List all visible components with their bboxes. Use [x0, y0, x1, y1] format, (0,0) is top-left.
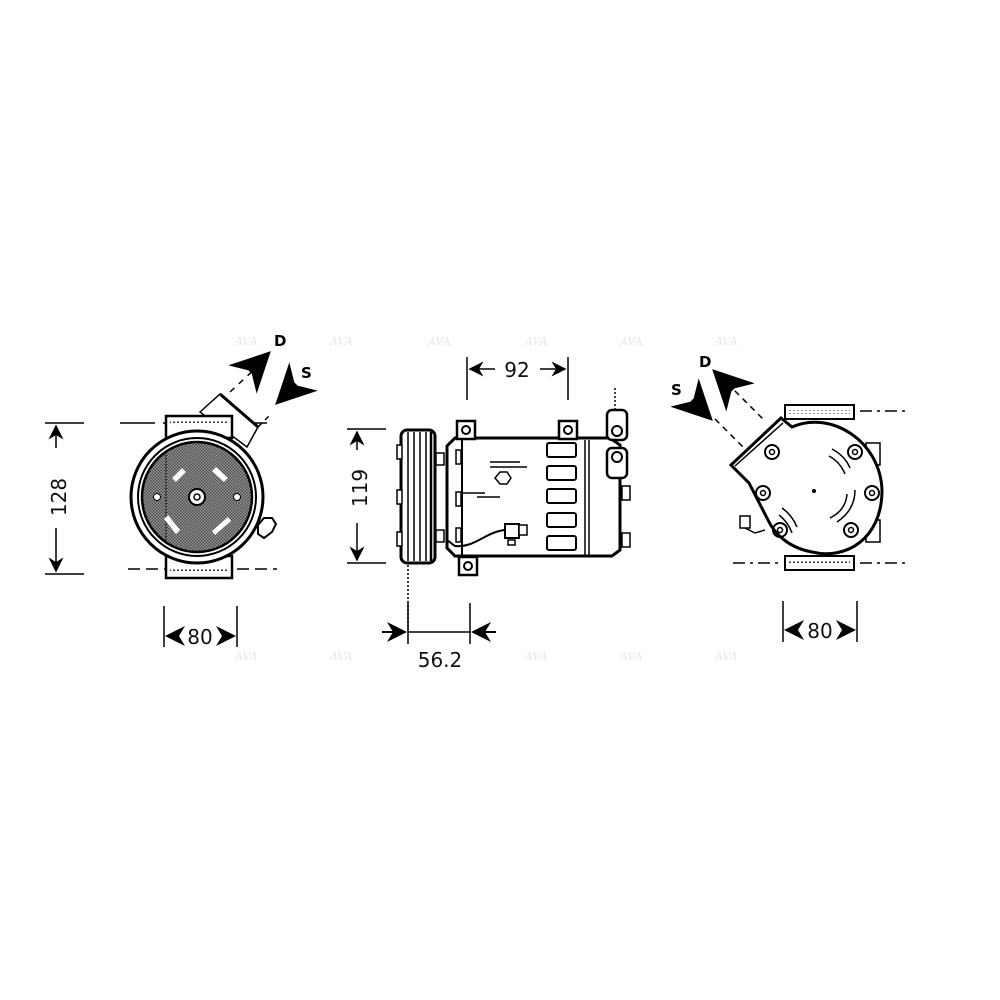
svg-text:AVA: AVA: [714, 335, 738, 348]
svg-text:AVA: AVA: [524, 650, 548, 663]
rear-suction-arrow-icon: [670, 378, 713, 421]
front-height-value: 128: [47, 478, 71, 516]
front-discharge-arrow-icon: [228, 351, 271, 394]
svg-text:AVA: AVA: [714, 650, 738, 663]
rear-view: [714, 382, 908, 571]
svg-text:AVA: AVA: [329, 335, 353, 348]
svg-text:AVA: AVA: [234, 335, 258, 348]
svg-text:AVA: AVA: [234, 650, 258, 663]
svg-text:AVA: AVA: [329, 650, 353, 663]
rear-discharge-label: D: [699, 353, 711, 371]
side-bottom-dimension: [382, 603, 496, 644]
rear-width-value: 80: [807, 619, 832, 643]
rear-suction-label: S: [671, 381, 682, 399]
watermark-row-bottom: AVA AVA AVA AVA AVA: [234, 650, 738, 663]
front-discharge-label: D: [274, 332, 286, 350]
svg-text:AVA: AVA: [427, 335, 451, 348]
side-height-dimension: [347, 428, 386, 564]
svg-text:AVA: AVA: [619, 335, 643, 348]
rear-discharge-arrow-icon: [712, 369, 755, 412]
side-height-value: 119: [348, 469, 372, 507]
side-view: [396, 388, 631, 630]
svg-text:AVA: AVA: [619, 650, 643, 663]
front-height-dimension: [45, 422, 84, 575]
svg-text:AVA: AVA: [524, 335, 548, 348]
watermark-row-top: AVA AVA AVA AVA AVA AVA: [234, 335, 738, 348]
front-view: [120, 365, 278, 580]
side-top-value: 92: [504, 358, 529, 382]
front-suction-label: S: [301, 364, 312, 382]
front-width-value: 80: [187, 625, 212, 649]
side-bottom-value: 56.2: [418, 648, 463, 672]
front-width-dimension: [163, 606, 238, 647]
side-top-dimension: [466, 357, 569, 400]
rear-width-dimension: [782, 601, 858, 642]
front-suction-arrow-icon: [275, 362, 318, 405]
